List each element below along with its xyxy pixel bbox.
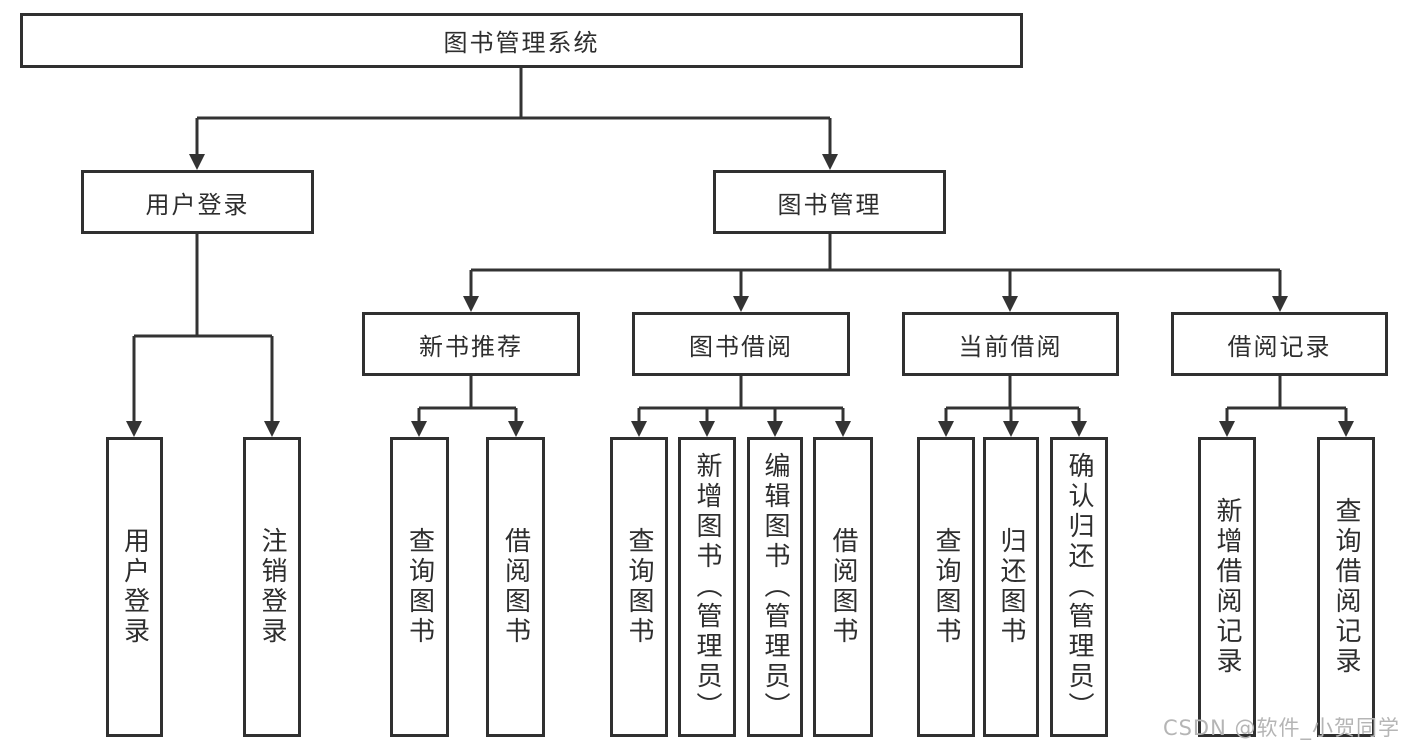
leaf-add-borrow-record: 新增借阅记录 xyxy=(1198,437,1256,737)
leaf-label: 编辑图书（管理员） xyxy=(760,452,790,722)
leaf-label: 查询图书 xyxy=(404,527,435,647)
node-current-borrowing: 当前借阅 xyxy=(902,312,1119,376)
node-user-login: 用户登录 xyxy=(81,170,314,234)
leaf-borrow-book-recommend: 借阅图书 xyxy=(486,437,545,737)
leaf-logout-login: 注销登录 xyxy=(243,437,301,737)
leaf-edit-book-admin: 编辑图书（管理员） xyxy=(747,437,803,737)
csdn-watermark: CSDN @软件_小贺同学 xyxy=(1162,716,1400,740)
leaf-add-book-admin: 新增图书（管理员） xyxy=(678,437,736,737)
leaf-label: 新增图书（管理员） xyxy=(692,452,722,722)
node-new-book-recommendation: 新书推荐 xyxy=(362,312,580,376)
leaf-label: 新增借阅记录 xyxy=(1212,497,1242,677)
leaf-query-book-borrowing: 查询图书 xyxy=(610,437,668,737)
leaf-label: 查询借阅记录 xyxy=(1331,497,1361,677)
leaf-label: 借阅图书 xyxy=(500,527,531,647)
leaf-query-borrow-record: 查询借阅记录 xyxy=(1317,437,1375,737)
node-book-management: 图书管理 xyxy=(713,170,946,234)
leaf-label: 查询图书 xyxy=(624,527,654,647)
leaf-label: 用户登录 xyxy=(119,527,150,647)
node-borrowing-records: 借阅记录 xyxy=(1171,312,1388,376)
leaf-user-login: 用户登录 xyxy=(106,437,163,737)
leaf-label: 借阅图书 xyxy=(828,527,858,647)
leaf-label: 查询图书 xyxy=(931,527,961,647)
leaf-label: 确认归还（管理员） xyxy=(1064,452,1094,722)
leaf-label: 注销登录 xyxy=(257,527,287,647)
leaf-confirm-return-admin: 确认归还（管理员） xyxy=(1050,437,1108,737)
leaf-borrow-book-borrowing: 借阅图书 xyxy=(813,437,873,737)
leaf-query-book-recommend: 查询图书 xyxy=(390,437,449,737)
leaf-query-book-current: 查询图书 xyxy=(917,437,975,737)
node-library-management-system: 图书管理系统 xyxy=(20,13,1023,68)
leaf-return-book: 归还图书 xyxy=(983,437,1039,737)
node-book-borrowing: 图书借阅 xyxy=(632,312,850,376)
leaf-label: 归还图书 xyxy=(996,527,1026,647)
